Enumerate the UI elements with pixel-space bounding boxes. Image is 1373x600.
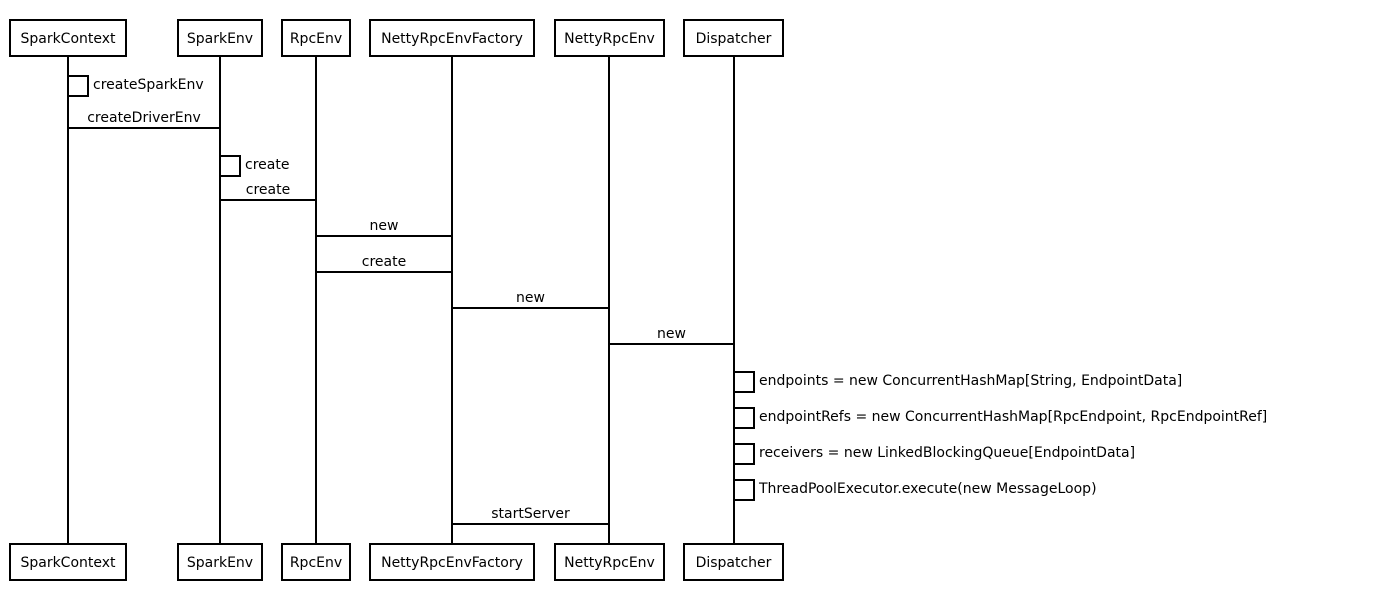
message-label: new xyxy=(370,218,399,234)
participant-nettyrpcenv-top: NettyRpcEnv xyxy=(554,19,665,57)
lifelines xyxy=(67,56,735,544)
message-7: new xyxy=(609,326,734,345)
participant-label: SparkContext xyxy=(20,555,116,571)
messages: createSparkEnv createDriverEnv create creat… xyxy=(68,75,1267,525)
participant-label: SparkEnv xyxy=(187,555,253,571)
message-label: create xyxy=(245,157,289,173)
self-loop-bracket xyxy=(734,407,755,429)
message-6: new xyxy=(452,290,609,309)
participant-heads-bottom: SparkContext SparkEnv RpcEnv NettyRpcEnvFac… xyxy=(9,543,784,581)
message-label: createDriverEnv xyxy=(87,110,201,126)
self-loop-bracket xyxy=(68,75,89,97)
self-message-0: createSparkEnv xyxy=(68,75,204,97)
participant-box xyxy=(9,543,127,581)
self-loop-bracket xyxy=(734,479,755,501)
participant-label: RpcEnv xyxy=(290,555,342,571)
participant-rpcenv-top: RpcEnv xyxy=(281,19,351,57)
message-label: createSparkEnv xyxy=(93,77,204,93)
participant-sparkcontext-bottom: SparkContext xyxy=(9,543,127,581)
self-message-2: create xyxy=(220,155,289,177)
participant-heads-top: SparkContext SparkEnv RpcEnv NettyRpcEnvFac… xyxy=(9,19,784,57)
participant-box xyxy=(369,543,535,581)
participant-box xyxy=(281,19,351,57)
message-label: endpoints = new ConcurrentHashMap[String… xyxy=(759,373,1182,389)
participant-label: Dispatcher xyxy=(696,31,772,47)
participant-label: NettyRpcEnv xyxy=(564,31,655,47)
message-4: new xyxy=(316,218,452,237)
participant-box xyxy=(554,543,665,581)
self-message-8: endpoints = new ConcurrentHashMap[String… xyxy=(734,371,1182,393)
participant-box xyxy=(177,543,263,581)
participant-box xyxy=(281,543,351,581)
participant-box xyxy=(177,19,263,57)
participant-nettyrpcenvfactory-top: NettyRpcEnvFactory xyxy=(369,19,535,57)
participant-label: RpcEnv xyxy=(290,31,342,47)
message-12: startServer xyxy=(452,506,609,525)
message-3: create xyxy=(220,182,316,201)
message-label: create xyxy=(362,254,406,270)
self-message-11: ThreadPoolExecutor.execute(new MessageLo… xyxy=(734,479,1097,501)
message-1: createDriverEnv xyxy=(68,110,220,129)
participant-box xyxy=(683,543,784,581)
self-message-9: endpointRefs = new ConcurrentHashMap[Rpc… xyxy=(734,407,1267,429)
participant-sparkenv-top: SparkEnv xyxy=(177,19,263,57)
participant-box xyxy=(9,19,127,57)
participant-nettyrpcenvfactory-bottom: NettyRpcEnvFactory xyxy=(369,543,535,581)
message-label: endpointRefs = new ConcurrentHashMap[Rpc… xyxy=(759,409,1267,425)
message-label: startServer xyxy=(491,506,570,522)
participant-dispatcher-top: Dispatcher xyxy=(683,19,784,57)
participant-dispatcher-bottom: Dispatcher xyxy=(683,543,784,581)
participant-label: SparkEnv xyxy=(187,31,253,47)
self-loop-bracket xyxy=(734,443,755,465)
message-label: create xyxy=(246,182,290,198)
participant-nettyrpcenv-bottom: NettyRpcEnv xyxy=(554,543,665,581)
message-label: new xyxy=(516,290,545,306)
participant-sparkenv-bottom: SparkEnv xyxy=(177,543,263,581)
self-loop-bracket xyxy=(220,155,241,177)
participant-label: SparkContext xyxy=(20,31,116,47)
participant-sparkcontext-top: SparkContext xyxy=(9,19,127,57)
message-5: create xyxy=(316,254,452,273)
self-message-10: receivers = new LinkedBlockingQueue[Endp… xyxy=(734,443,1135,465)
self-loop-bracket xyxy=(734,371,755,393)
participant-box xyxy=(369,19,535,57)
message-label: receivers = new LinkedBlockingQueue[Endp… xyxy=(759,445,1135,461)
message-label: new xyxy=(657,326,686,342)
participant-box xyxy=(683,19,784,57)
participant-label: Dispatcher xyxy=(696,555,772,571)
participant-rpcenv-bottom: RpcEnv xyxy=(281,543,351,581)
message-label: ThreadPoolExecutor.execute(new MessageLo… xyxy=(758,481,1097,497)
participant-label: NettyRpcEnv xyxy=(564,555,655,571)
participant-label: NettyRpcEnvFactory xyxy=(381,555,523,571)
participant-label: NettyRpcEnvFactory xyxy=(381,31,523,47)
participant-box xyxy=(554,19,665,57)
